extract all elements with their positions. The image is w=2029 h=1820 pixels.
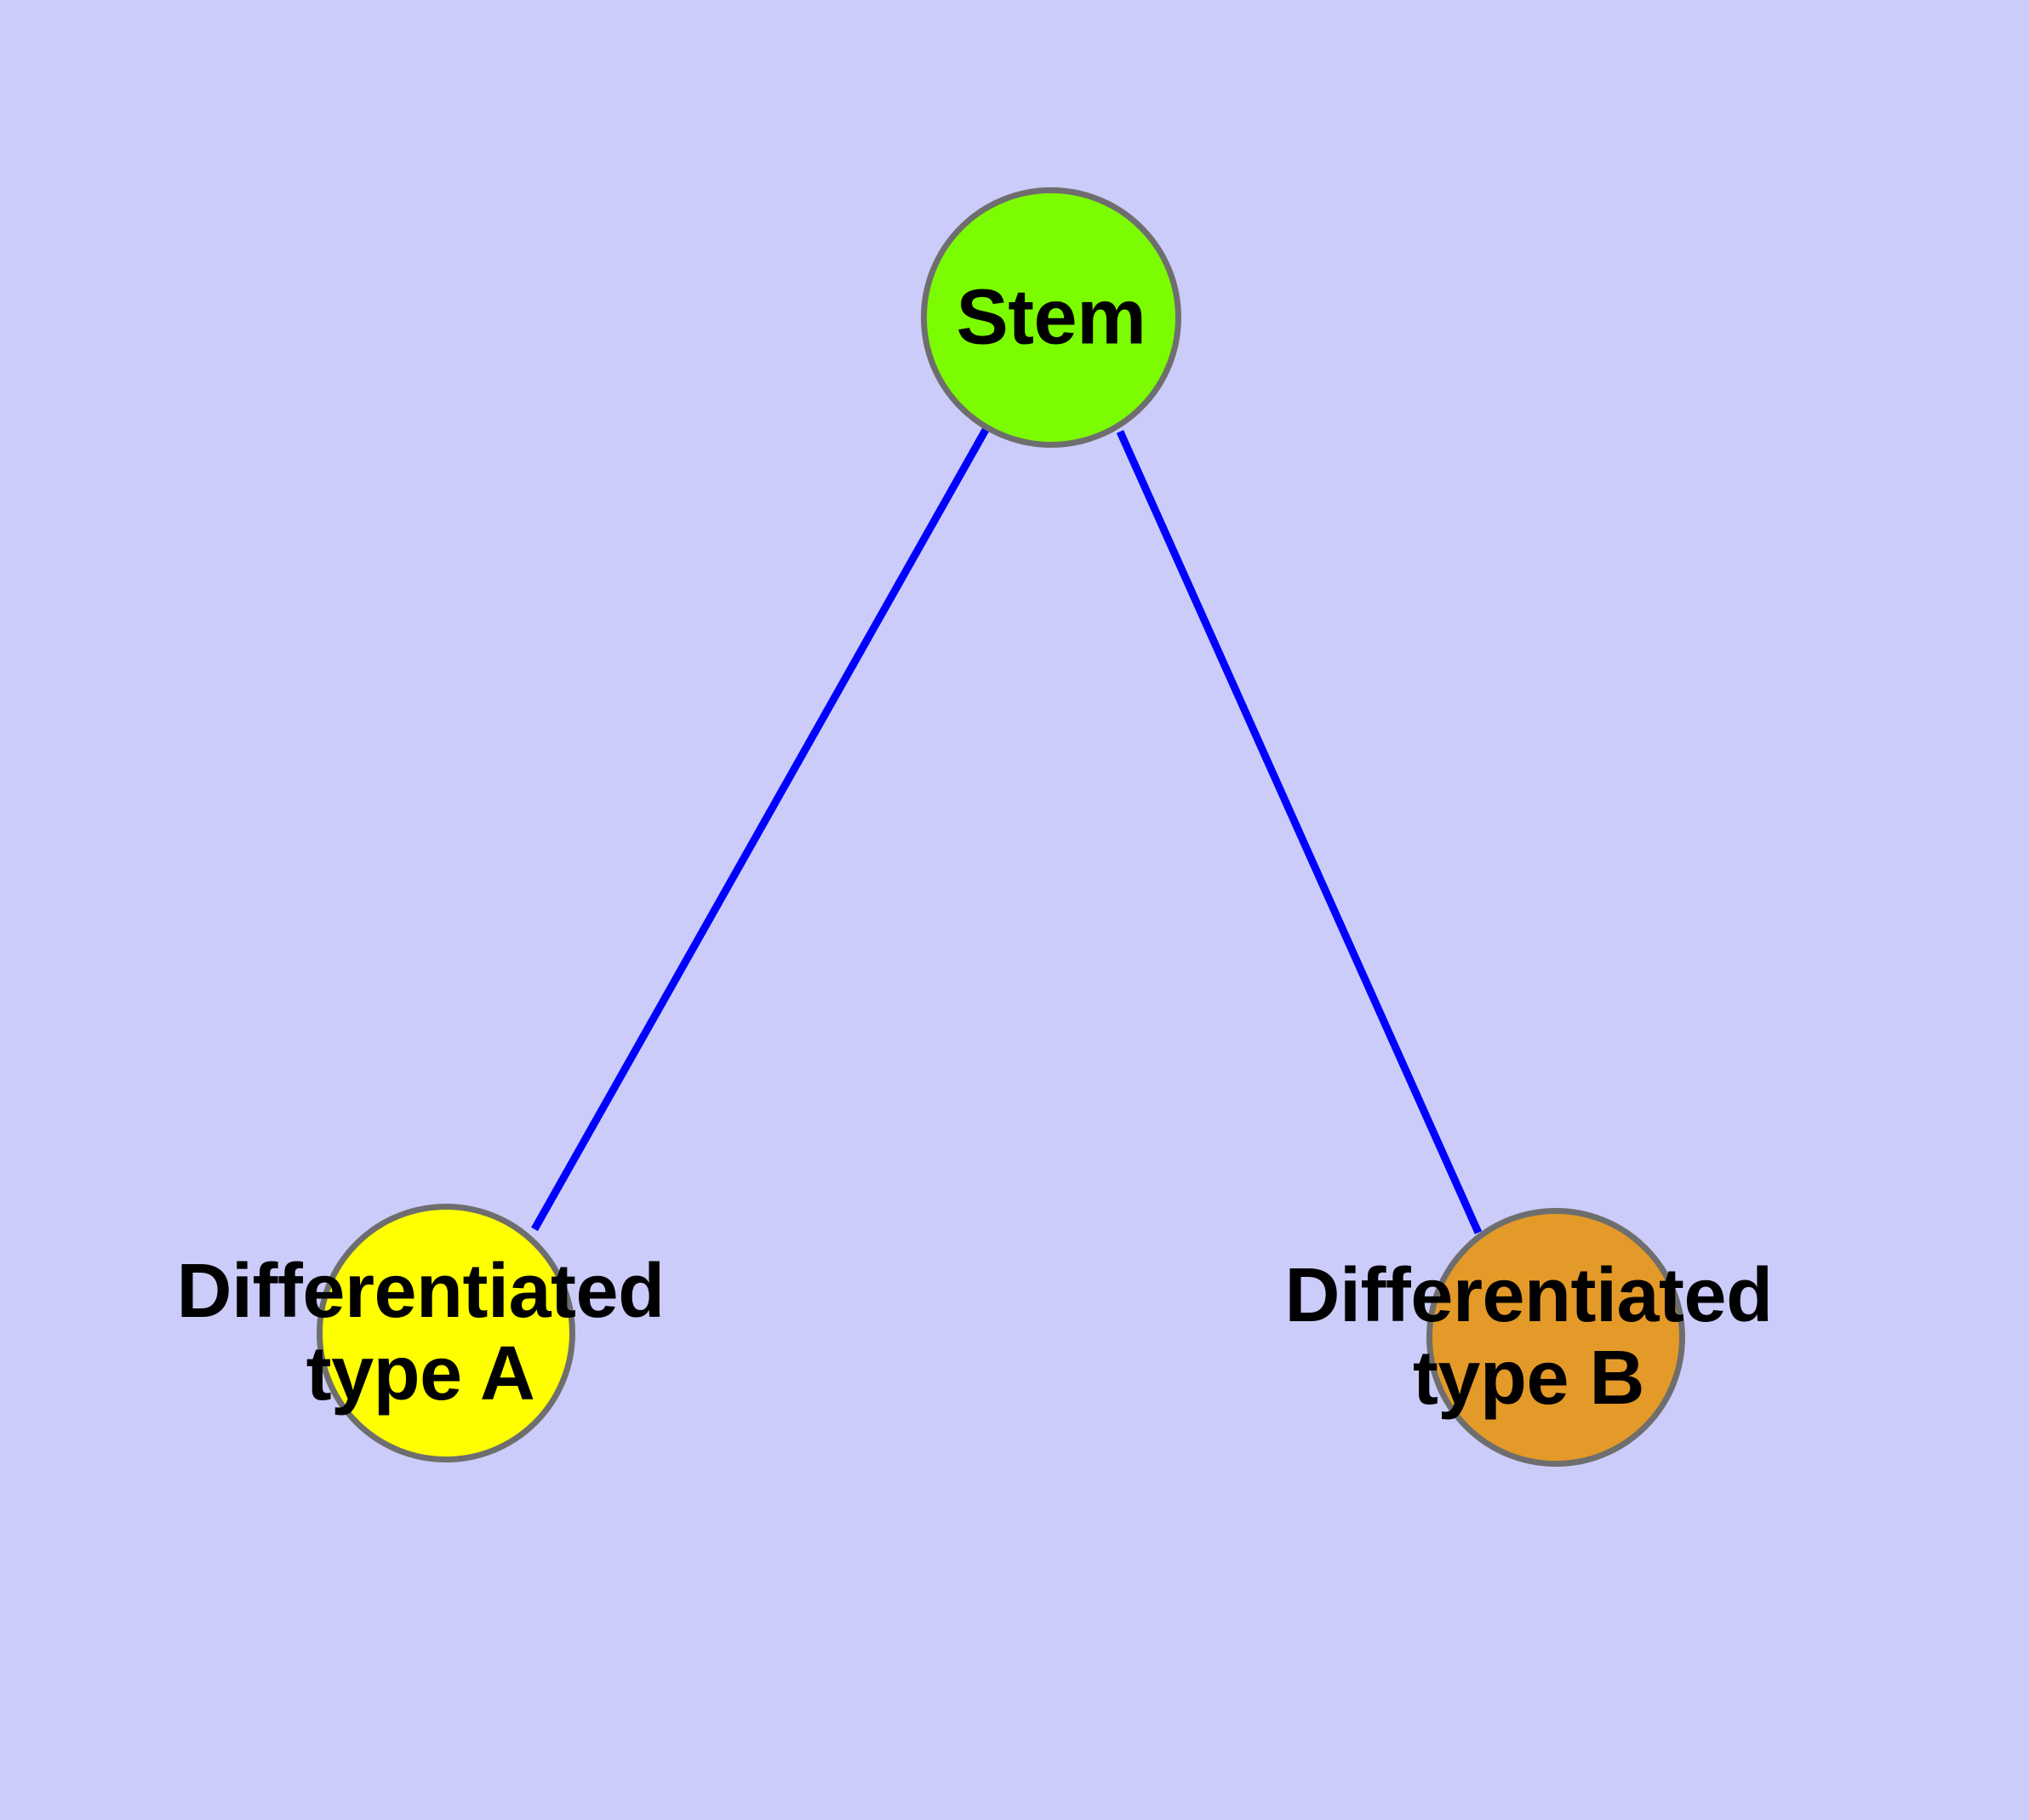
node-stem-label: Stem [956,273,1146,361]
edge-stem-to-differentiated-type-b[interactable] [1116,430,1483,1234]
node-differentiated-type-b[interactable]: Differentiated type B [1284,1208,1773,1467]
node-stem[interactable]: Stem [921,187,1181,448]
edge-stem-to-differentiated-type-a[interactable] [531,427,989,1232]
node-differentiated-type-a[interactable]: Differentiated type A [176,1204,665,1462]
